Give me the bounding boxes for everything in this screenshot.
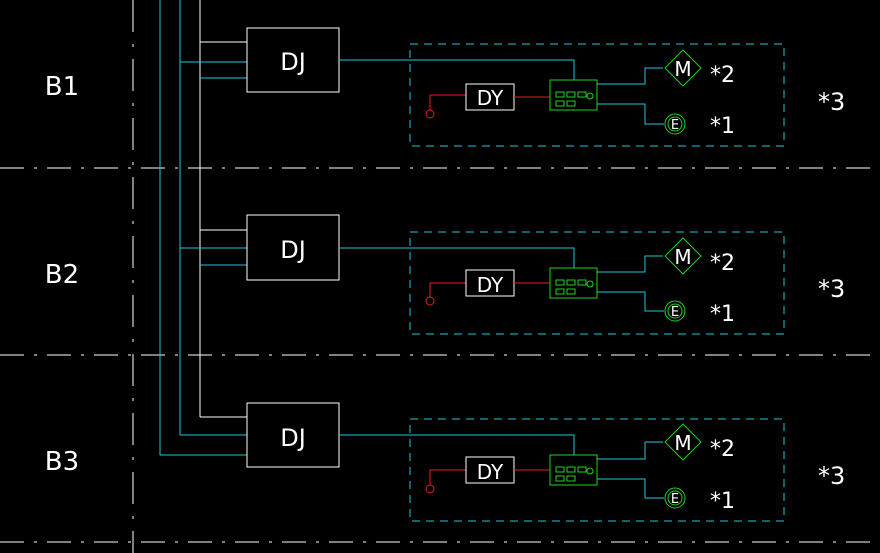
motor-label: M	[674, 245, 691, 269]
motor-diamond-icon	[664, 237, 702, 275]
motor-diamond-icon	[664, 423, 702, 461]
earth-circle-icon	[664, 113, 686, 135]
zone-label: B2	[45, 260, 79, 290]
dy-label: DY	[477, 273, 504, 297]
earth-note: *1	[710, 114, 735, 139]
device-group-frame	[409, 418, 785, 522]
device-group-frame	[409, 231, 785, 335]
group-note: *3	[818, 462, 845, 490]
dy-label: DY	[477, 86, 504, 110]
earth-circle-icon	[664, 300, 686, 322]
controller-icon	[549, 79, 598, 111]
zone-label: B3	[45, 447, 79, 477]
controller-icon	[549, 267, 598, 299]
group-note: *3	[818, 275, 845, 303]
earth-label: E	[671, 118, 679, 133]
row-b3: B3 DJ DY M *2 E *1 *3	[45, 402, 845, 522]
zone-label: B1	[45, 72, 79, 102]
device-group-frame	[409, 43, 785, 147]
dj-label: DJ	[280, 48, 306, 76]
earth-circle-icon	[664, 487, 686, 509]
motor-label: M	[674, 431, 691, 455]
earth-label: E	[671, 305, 679, 320]
dy-label: DY	[477, 460, 504, 484]
earth-label: E	[671, 492, 679, 507]
motor-note: *2	[710, 437, 735, 462]
motor-label: M	[674, 57, 691, 81]
dj-label: DJ	[280, 236, 306, 264]
row-b1: B1 DJ DY M *2 E *1 *3	[45, 27, 845, 147]
motor-note: *2	[710, 251, 735, 276]
row-b2: B2 DJ DY M *2 E *1 *3	[45, 214, 845, 335]
power-terminal-icon	[425, 296, 435, 306]
motor-diamond-icon	[664, 49, 702, 87]
group-note: *3	[818, 88, 845, 116]
earth-note: *1	[710, 489, 735, 514]
motor-note: *2	[710, 63, 735, 88]
dj-label: DJ	[280, 424, 306, 452]
controller-icon	[549, 454, 598, 486]
power-terminal-icon	[425, 109, 435, 119]
earth-note: *1	[710, 302, 735, 327]
power-terminal-icon	[425, 484, 435, 494]
